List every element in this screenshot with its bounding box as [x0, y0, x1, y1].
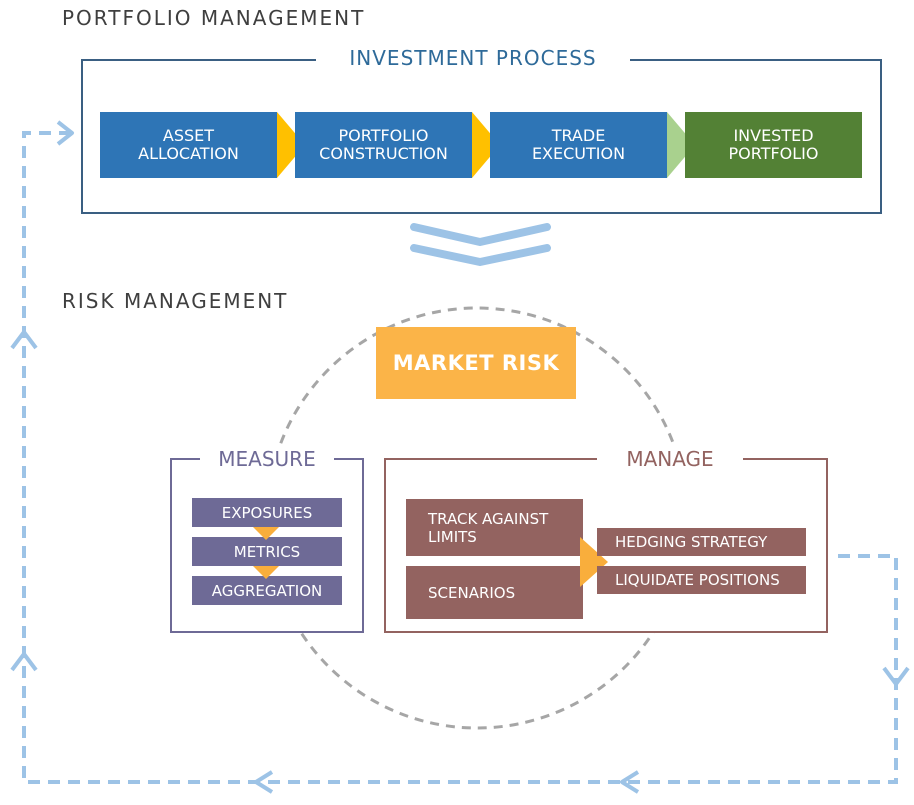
risk-management-heading: RISK MANAGEMENT: [62, 289, 289, 313]
process-step-portfolio-construction: PORTFOLIO CONSTRUCTION: [295, 112, 472, 178]
loop-arrow-into-process-icon: [56, 120, 74, 146]
manage-action-liquidate-positions: LIQUIDATE POSITIONS: [597, 566, 806, 594]
measure-item-aggregation: AGGREGATION: [192, 576, 342, 605]
portfolio-management-heading: PORTFOLIO MANAGEMENT: [62, 6, 366, 30]
process-step-trade-execution: TRADE EXECUTION: [490, 112, 667, 178]
process-step-asset-allocation: ASSET ALLOCATION: [100, 112, 277, 178]
loop-arrow-up-icon-2: [10, 330, 38, 350]
measure-item-exposures: EXPOSURES: [192, 498, 342, 527]
double-chevron-down-icon-lower: [410, 244, 551, 266]
loop-arrow-down-icon: [882, 666, 910, 686]
process-step-invested-portfolio: INVESTED PORTFOLIO: [685, 112, 862, 178]
loop-arrow-left-icon: [620, 770, 640, 794]
investment-process-title: INVESTMENT PROCESS: [316, 46, 630, 70]
measure-title: MEASURE: [200, 447, 334, 471]
loop-arrow-left-icon-2: [254, 770, 274, 794]
loop-arrow-up-icon: [10, 652, 38, 672]
measure-down-arrow-icon: [253, 527, 279, 540]
manage-title: MANAGE: [597, 447, 743, 471]
manage-input-track-against-limits: TRACK AGAINST LIMITS: [406, 499, 583, 556]
manage-input-scenarios: SCENARIOS: [406, 566, 583, 619]
measure-item-metrics: METRICS: [192, 537, 342, 566]
market-risk-box: MARKET RISK: [376, 327, 576, 399]
feedback-loop-path: [22, 131, 898, 784]
double-chevron-down-icon: [410, 223, 551, 246]
measure-down-arrow-icon: [253, 566, 279, 579]
manage-action-hedging-strategy: HEDGING STRATEGY: [597, 528, 806, 556]
